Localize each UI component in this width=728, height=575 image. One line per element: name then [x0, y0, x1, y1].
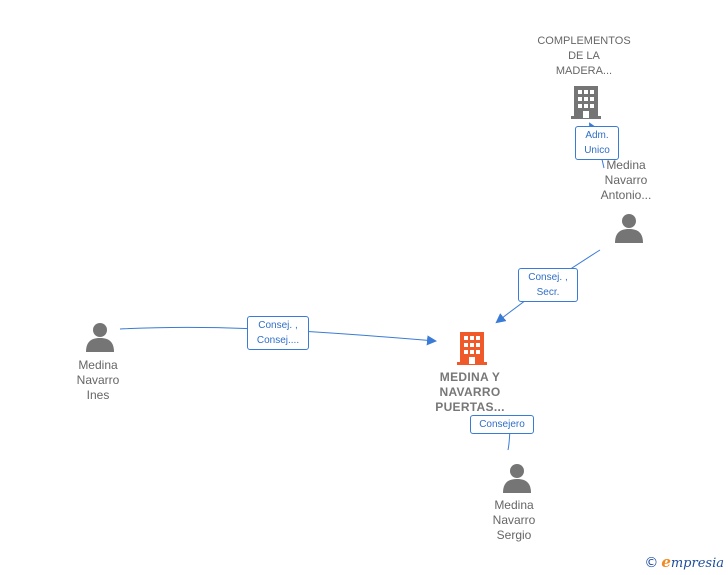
label-line: Consej. ,	[528, 272, 568, 283]
label-line: Navarro	[76, 373, 120, 387]
brand-initial: e	[661, 553, 671, 571]
building-icon[interactable]	[571, 84, 601, 120]
person-label-antonio[interactable]: Medina Navarro Antonio...	[588, 158, 664, 203]
edge-label-consej-consej[interactable]: Consej. , Consej....	[247, 316, 309, 350]
label-line: Navarro	[604, 173, 648, 187]
brand-name: mpresia	[670, 556, 724, 571]
label-line: PUERTAS...	[435, 400, 505, 414]
label-line: Navarro	[492, 513, 536, 527]
label-line: Consej....	[256, 335, 300, 346]
label-line: MEDINA Y	[439, 370, 501, 384]
label-line: Medina	[494, 498, 534, 512]
person-icon[interactable]	[85, 322, 115, 352]
person-label-sergio[interactable]: Medina Navarro Sergio	[476, 498, 552, 543]
person-label-ines[interactable]: Medina Navarro Ines	[60, 358, 136, 403]
label-line: Sergio	[496, 528, 532, 542]
label-line: Antonio...	[600, 188, 652, 202]
main-company-label[interactable]: MEDINA Y NAVARRO PUERTAS...	[420, 370, 520, 415]
label-line: Consej. ,	[258, 320, 298, 331]
label-line: Ines	[86, 388, 110, 402]
label-line: Medina	[606, 158, 646, 172]
person-icon[interactable]	[614, 213, 644, 243]
label-line: Adm.	[585, 130, 609, 141]
company-label-complementos[interactable]: COMPLEMENTOS DE LA MADERA...	[528, 34, 640, 79]
edge-label-consejero[interactable]: Consejero	[470, 415, 534, 434]
label-line: Consejero	[479, 419, 525, 430]
main-company-building-icon[interactable]	[456, 330, 488, 366]
label-line: COMPLEMENTOS	[537, 35, 631, 47]
label-line: DE LA	[568, 50, 600, 62]
label-line: Secr.	[536, 287, 560, 298]
person-icon[interactable]	[502, 463, 532, 493]
edge-label-adm-unico[interactable]: Adm. Unico	[575, 126, 619, 160]
label-line: Unico	[584, 145, 610, 156]
label-line: Medina	[78, 358, 118, 372]
label-line: MADERA...	[555, 65, 613, 77]
empresia-watermark: ©empresia	[644, 553, 724, 571]
copyright-icon: ©	[644, 555, 659, 571]
edge-label-consej-secr[interactable]: Consej. , Secr.	[518, 268, 578, 302]
label-line: NAVARRO	[439, 385, 501, 399]
